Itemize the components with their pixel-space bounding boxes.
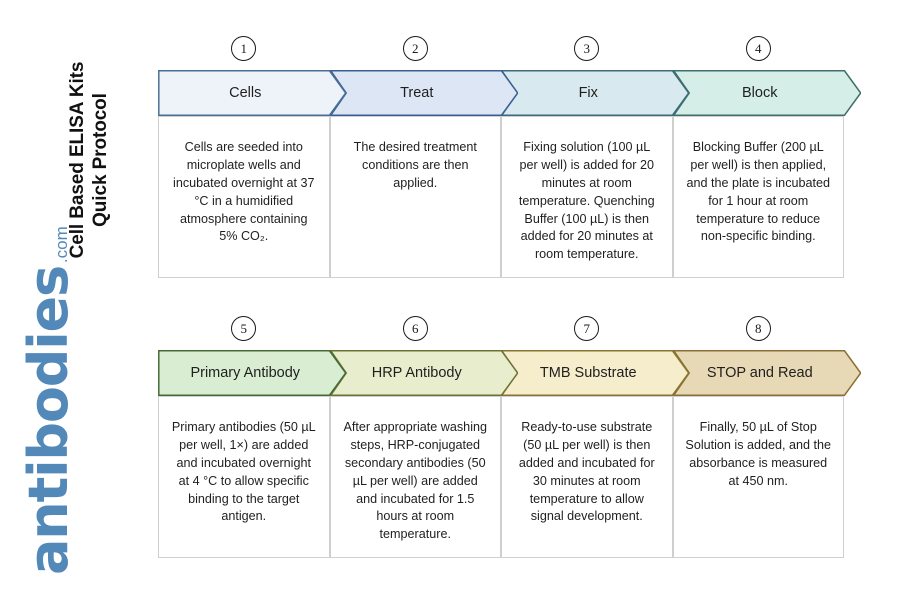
logo-tld: .com: [52, 226, 71, 264]
step-description-6: After appropriate washing steps, HRP-con…: [329, 396, 501, 558]
chevron-shape: [158, 350, 347, 396]
step-header-7[interactable]: TMB Substrate: [501, 350, 690, 396]
step-description-3: Fixing solution (100 µL per well) is add…: [501, 116, 673, 278]
protocol-row-1: 1 2 3 4 Cells Treat Fix Block Cells are seeded…: [158, 36, 861, 278]
step-description-text: After appropriate washing steps, HRP-con…: [343, 420, 487, 542]
step-number-group-1: 1 2 3 4: [158, 36, 844, 70]
step-description-group-2: Primary antibodies (50 µL per well, 1×) …: [158, 396, 844, 558]
step-number-group-2: 5 6 7 8: [158, 316, 844, 350]
step-description-4: Blocking Buffer (200 µL per well) is the…: [672, 116, 844, 278]
step-header-6[interactable]: HRP Antibody: [329, 350, 518, 396]
step-number-2: 2: [402, 36, 428, 61]
step-number-3: 3: [574, 36, 600, 61]
step-header-group-2: Primary Antibody HRP Antibody TMB Substrat…: [158, 350, 861, 396]
step-description-7: Ready-to-use substrate (50 µL per well) …: [501, 396, 673, 558]
step-description-text: Primary antibodies (50 µL per well, 1×) …: [171, 420, 316, 524]
step-description-text: Finally, 50 µL of Stop Solution is added…: [685, 420, 832, 488]
step-label-3: Fix: [578, 85, 598, 101]
step-number-1: 1: [231, 36, 257, 61]
step-label-4: Block: [742, 85, 778, 101]
step-description-text: Ready-to-use substrate (50 µL per well) …: [518, 420, 655, 524]
step-description-text: The desired treatment conditions are the…: [353, 140, 477, 190]
step-header-group-1: Cells Treat Fix Block: [158, 70, 861, 116]
page-title-line-2: Quick Protocol: [90, 93, 111, 227]
antibodies-logo: antibodies .com: [17, 226, 142, 575]
step-label-7: TMB Substrate: [539, 365, 637, 381]
step-description-5: Primary antibodies (50 µL per well, 1×) …: [158, 396, 330, 558]
chevron-shape: [158, 70, 347, 116]
step-number-6: 6: [402, 316, 428, 341]
step-description-8: Finally, 50 µL of Stop Solution is added…: [672, 396, 844, 558]
step-header-1[interactable]: Cells: [158, 70, 347, 116]
step-header-4[interactable]: Block: [672, 70, 861, 116]
step-header-8[interactable]: STOP and Read: [672, 350, 861, 396]
step-description-group-1: Cells are seeded into microplate wells a…: [158, 116, 844, 278]
step-description-2: The desired treatment conditions are the…: [329, 116, 501, 278]
step-header-2[interactable]: Treat: [329, 70, 518, 116]
step-description-text: Cells are seeded into microplate wells a…: [173, 140, 315, 244]
step-description-text: Blocking Buffer (200 µL per well) is the…: [686, 140, 831, 244]
step-label-5: Primary Antibody: [190, 365, 301, 381]
step-header-3[interactable]: Fix: [501, 70, 690, 116]
protocol-row-2: 5 6 7 8 Primary Antibody HRP Antibody TMB Sub…: [158, 316, 861, 558]
step-label-8: STOP and Read: [706, 365, 813, 381]
step-number-8: 8: [745, 316, 771, 341]
step-label-1: Cells: [229, 85, 262, 101]
step-description-text: Fixing solution (100 µL per well) is add…: [518, 140, 655, 262]
step-number-4: 4: [745, 36, 771, 61]
logo-wordmark: antibodies: [17, 266, 80, 575]
step-description-1: Cells are seeded into microplate wells a…: [158, 116, 330, 278]
step-label-2: Treat: [400, 85, 434, 101]
step-header-5[interactable]: Primary Antibody: [158, 350, 347, 396]
step-number-5: 5: [231, 316, 257, 341]
step-label-6: HRP Antibody: [371, 365, 462, 381]
step-number-7: 7: [574, 316, 600, 341]
